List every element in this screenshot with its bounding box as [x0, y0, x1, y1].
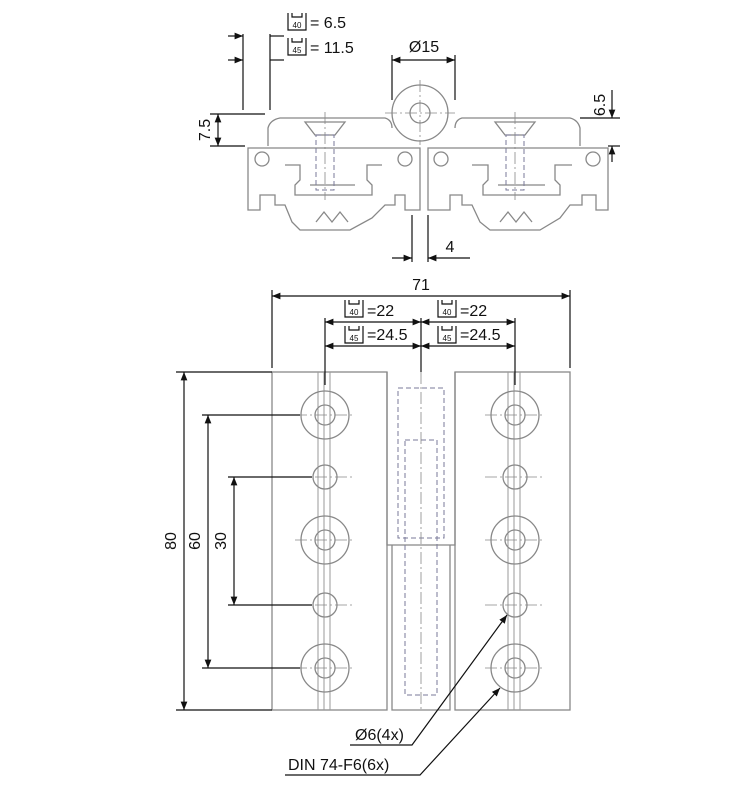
screw-note-label: DIN 74-F6(6x) — [288, 757, 389, 774]
plate-height-label: 7.5 — [197, 119, 214, 141]
slot45-badge-icon: 45 — [437, 326, 457, 344]
front-view-knuckle — [386, 372, 456, 711]
hole-span-inner-label: 30 — [213, 532, 230, 550]
knuckle-gap-label: 4 — [446, 239, 455, 256]
slot45-badge-label: 45 — [350, 334, 359, 343]
slot45-badge-icon: 45 — [287, 38, 307, 56]
slot40-left-pitch-label: =22 — [367, 303, 394, 320]
slot45-badge-label: 45 — [293, 46, 302, 55]
slot45-left-pitch-label: =24.5 — [367, 327, 408, 344]
overall-width-label: 71 — [412, 277, 430, 294]
slot40-badge-label: 40 — [350, 308, 359, 317]
front-view-dimensions: 71 40 =22 40 =22 45 =24.5 — [163, 277, 571, 776]
slot40-offset-label: = 6.5 — [310, 15, 346, 32]
front-view-holes — [295, 390, 545, 693]
top-view: 40 = 6.5 45 = 11.5 Ø15 6.5 7.5 — [197, 13, 620, 262]
slot45-badge-label: 45 — [443, 334, 452, 343]
top-view-profiles — [247, 117, 609, 231]
slot40-badge-label: 40 — [443, 308, 452, 317]
slot40-badge-icon: 40 — [287, 13, 307, 31]
slot45-right-pitch-label: =24.5 — [460, 327, 501, 344]
overall-height-label: 80 — [163, 532, 180, 550]
slot45-offset-label: = 11.5 — [310, 40, 354, 57]
front-view-plates — [271, 371, 571, 711]
slot45-badge-icon: 45 — [344, 326, 364, 344]
slot40-badge-icon: 40 — [437, 300, 457, 318]
slot40-badge-icon: 40 — [344, 300, 364, 318]
top-view-dimensions: 40 = 6.5 45 = 11.5 Ø15 6.5 7.5 — [197, 13, 620, 262]
slot40-right-pitch-label: =22 — [460, 303, 487, 320]
hole-note-label: Ø6(4x) — [355, 727, 404, 744]
hole-span-outer-label: 60 — [187, 532, 204, 550]
knuckle-height-label: 6.5 — [592, 94, 609, 116]
top-view-screws — [303, 112, 537, 200]
slot40-badge-label: 40 — [293, 21, 302, 30]
front-view: 71 40 =22 40 =22 45 =24.5 — [163, 277, 571, 776]
knuckle-diameter-label: Ø15 — [409, 39, 439, 56]
top-view-knuckle — [385, 80, 455, 145]
